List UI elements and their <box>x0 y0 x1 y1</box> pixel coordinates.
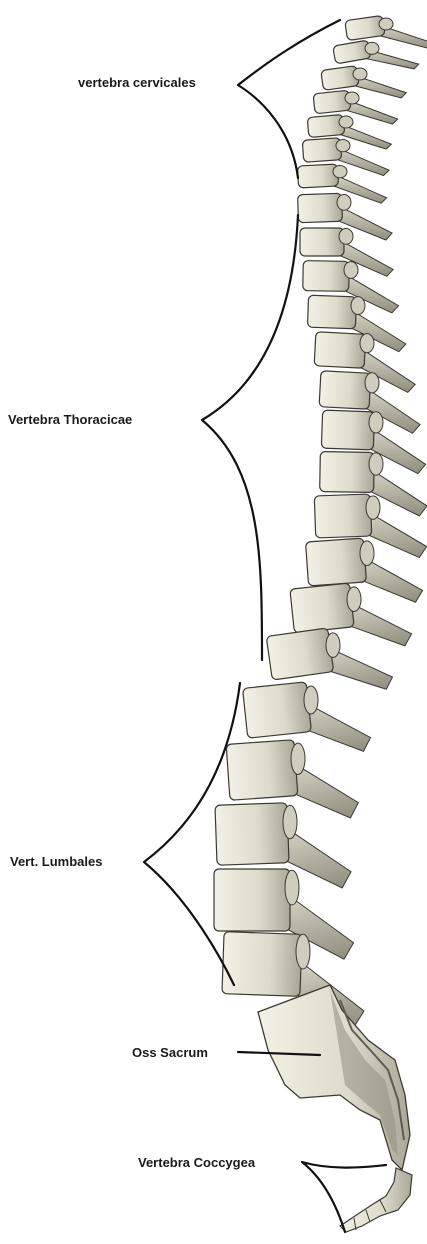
vertebra-t4 <box>307 295 356 329</box>
pedicle-t11 <box>347 587 361 612</box>
vertebra-c2 <box>333 40 372 64</box>
pedicle-c6 <box>336 139 350 151</box>
vertebra-t5 <box>314 332 366 369</box>
vertebra-c7 <box>297 164 338 188</box>
vertebra-c6 <box>302 138 341 163</box>
pedicle-c3 <box>353 68 367 80</box>
pedicle-l5 <box>296 934 310 969</box>
pedicle-t12 <box>326 633 340 658</box>
pedicle-c2 <box>365 42 379 54</box>
vertebra-t1 <box>298 193 343 223</box>
pedicle-l3 <box>283 805 297 839</box>
vertebra-t12 <box>266 628 334 680</box>
vertebra-t3 <box>303 261 350 292</box>
label-cervical: vertebra cervicales <box>78 75 196 90</box>
pedicle-t7 <box>369 412 383 433</box>
vertebra-c4 <box>313 90 351 114</box>
vertebral-column <box>214 15 427 1232</box>
vertebra-l5 <box>222 932 302 997</box>
coccyx-bone <box>340 1168 412 1232</box>
pedicle-t4 <box>351 297 365 315</box>
pedicle-t6 <box>365 373 379 393</box>
vertebra-t10 <box>306 538 367 586</box>
pedicle-l4 <box>285 870 299 905</box>
vertebra-t11 <box>290 583 354 633</box>
vertebra-l3 <box>215 803 289 865</box>
pedicle-t8 <box>369 453 383 475</box>
pedicle-c5 <box>339 116 353 128</box>
vertebra-c5 <box>307 114 345 137</box>
pedicle-c4 <box>345 92 359 104</box>
pedicle-t5 <box>360 334 374 353</box>
vertebra-l4 <box>214 869 290 931</box>
pedicle-t9 <box>366 496 380 520</box>
vertebra-t7 <box>321 410 374 450</box>
coccyx-brace <box>302 1162 386 1232</box>
pedicle-c1 <box>379 18 393 30</box>
vertebra-t6 <box>319 371 371 410</box>
label-sacrum: Oss Sacrum <box>132 1045 208 1060</box>
vertebra-t8 <box>320 452 375 493</box>
label-thoracic: Vertebra Thoracicae <box>8 412 132 427</box>
pedicle-c7 <box>333 165 347 177</box>
vertebra-c1 <box>345 15 385 40</box>
label-lumbar: Vert. Lumbales <box>10 854 102 869</box>
vertebra-l2 <box>226 740 298 801</box>
pedicle-t2 <box>339 229 353 245</box>
pedicle-t10 <box>360 541 374 566</box>
label-coccyx: Vertebra Coccygea <box>138 1155 256 1170</box>
vertebra-c3 <box>321 66 359 91</box>
vertebra-t9 <box>314 494 371 538</box>
pedicle-l1 <box>304 686 318 714</box>
pedicle-t1 <box>337 195 351 211</box>
vertebra-t2 <box>300 228 344 256</box>
vertebra-l1 <box>243 682 312 738</box>
pedicle-l2 <box>291 743 305 774</box>
thoracic-brace <box>202 215 298 660</box>
pedicle-t3 <box>344 262 358 279</box>
